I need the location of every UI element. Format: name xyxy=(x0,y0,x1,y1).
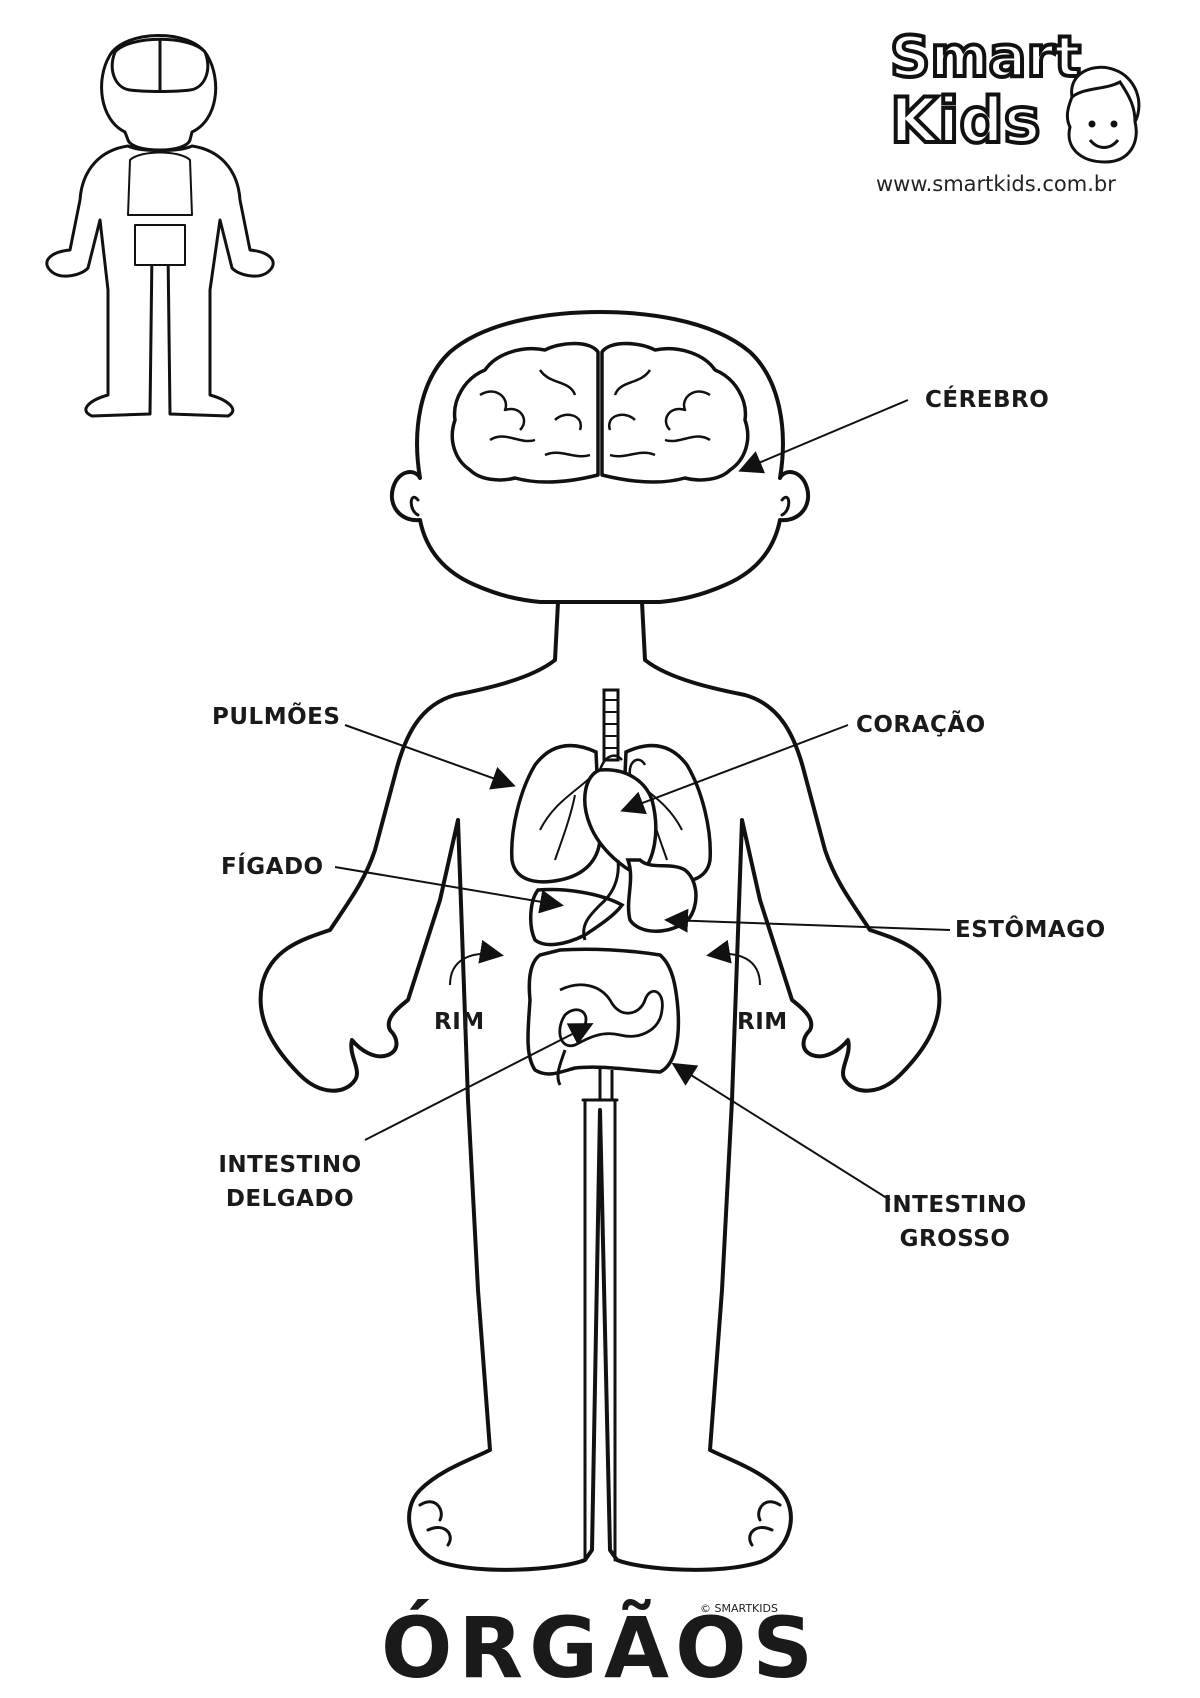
page-title: ÓRGÃOS xyxy=(381,1599,819,1697)
label-intestino-grosso-line1: INTESTINO xyxy=(883,1192,1027,1218)
leader-pulmoes xyxy=(344,724,516,790)
label-rim-left: RIM xyxy=(434,1009,485,1035)
label-intestino-grosso: INTESTINO GROSSO xyxy=(875,1188,1035,1256)
trachea-icon xyxy=(602,688,620,762)
leader-intestino-delgado xyxy=(364,1023,594,1141)
leader-lines xyxy=(334,399,951,1201)
intestines-icon xyxy=(526,947,681,1100)
leader-cerebro xyxy=(738,399,909,474)
label-intestino-grosso-line2: GROSSO xyxy=(899,1226,1011,1252)
kidney-arrow-right xyxy=(706,939,761,986)
leader-intestino-grosso xyxy=(671,1062,891,1201)
kidney-arrow-left xyxy=(449,939,504,986)
girl-face-icon xyxy=(1065,65,1141,164)
label-pulmoes: PULMÕES xyxy=(212,704,341,730)
label-coracao: CORAÇÃO xyxy=(856,712,986,738)
copyright: © SMARTKIDS xyxy=(700,1602,778,1615)
label-cerebro: CÉREBRO xyxy=(925,387,1050,413)
label-figado: FÍGADO xyxy=(221,854,324,880)
website-url: www.smartkids.com.br xyxy=(876,172,1116,196)
label-intestino-delgado: INTESTINO DELGADO xyxy=(210,1148,370,1216)
label-rim-right: RIM xyxy=(737,1009,788,1035)
leader-estomago xyxy=(664,908,951,933)
logo-kids: Kids xyxy=(888,84,1043,157)
smartkids-logo: Smart Kids xyxy=(880,22,1141,172)
child-body-thumbnail-icon xyxy=(45,34,275,418)
leader-coracao xyxy=(620,724,849,815)
label-estomago: ESTÔMAGO xyxy=(955,917,1106,943)
logo-smart: Smart xyxy=(888,25,1083,90)
child-body-outline-icon xyxy=(258,310,942,1572)
leader-figado xyxy=(334,866,564,914)
label-intestino-delgado-line2: DELGADO xyxy=(225,1186,355,1212)
label-intestino-delgado-line1: INTESTINO xyxy=(218,1152,362,1178)
brain-icon xyxy=(450,341,750,484)
